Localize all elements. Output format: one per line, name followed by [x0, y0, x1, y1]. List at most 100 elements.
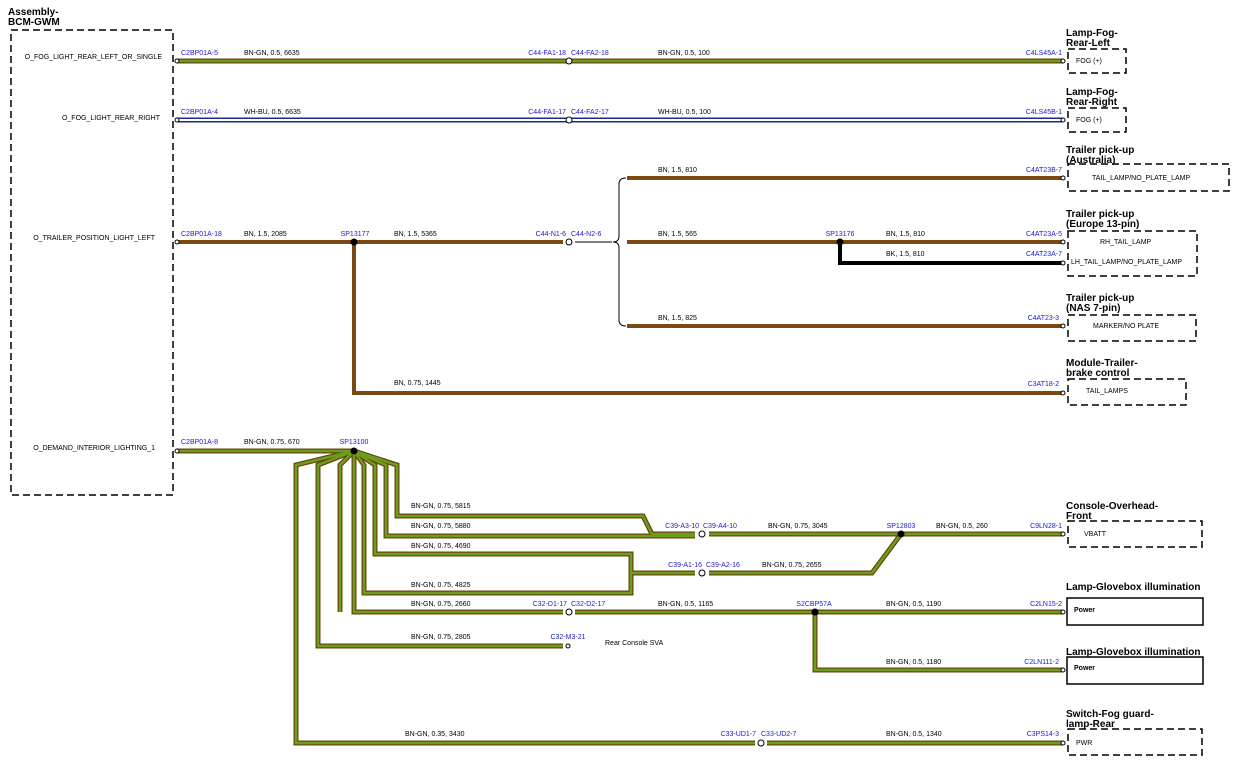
wire-label: BN, 1.5, 5365: [394, 231, 437, 238]
terminal-icon: [1060, 390, 1066, 396]
connector-label: SP13177: [341, 231, 370, 238]
connector-label: C2BP01A-5: [181, 50, 218, 57]
terminal-icon: [1060, 609, 1066, 615]
connector-label: C2BP01A-18: [181, 231, 222, 238]
terminal-icon: [174, 117, 180, 123]
component-glovebox-1[interactable]: Lamp-Glovebox illumination Power: [1066, 582, 1204, 626]
comp-title: Console-Overhead-: [1066, 501, 1158, 512]
comp-pin: VBATT: [1084, 531, 1107, 538]
comp-title: Trailer pick-up: [1066, 293, 1134, 304]
comp-title: Trailer pick-up: [1066, 145, 1134, 156]
note-rear-console: Rear Console SVA: [605, 640, 664, 647]
wire-label: BN-GN, 0.5, 1165: [658, 601, 713, 608]
comp-pin: LH_TAIL_LAMP/NO_PLATE_LAMP: [1071, 259, 1182, 266]
connector-label: S2CBP57A: [796, 601, 832, 608]
assembly-box: [10, 29, 174, 496]
connector-label: C32-M3-21: [550, 634, 585, 641]
splice-icon: [836, 238, 844, 246]
splice-icon: [897, 530, 905, 538]
component-glovebox-2[interactable]: Lamp-Glovebox illumination Power: [1066, 647, 1204, 685]
wire-label: BN, 1.5, 810: [658, 167, 697, 174]
comp-title: Lamp-Fog-: [1066, 28, 1118, 39]
component-trailer-australia[interactable]: Trailer pick-up (Australia) TAIL_LAMP/NO…: [1066, 145, 1230, 192]
comp-title: Rear-Left: [1066, 38, 1111, 49]
component-fog-left[interactable]: Lamp-Fog- Rear-Left FOG (+): [1066, 28, 1127, 74]
component-fog-switch[interactable]: Switch-Fog guard- lamp-Rear PWR: [1066, 709, 1203, 756]
terminal-icon: [1060, 531, 1066, 537]
wire-label: BN, 1.5, 2085: [244, 231, 287, 238]
wire-demand[interactable]: [177, 448, 1063, 746]
terminal-icon: [1060, 260, 1066, 266]
pin-demand: O_DEMAND_INTERIOR_LIGHTING_1: [33, 445, 155, 452]
assembly-bcm-gwm[interactable]: Assembly- BCM-GWM O_FOG_LIGHT_REAR_LEFT_…: [8, 7, 174, 496]
comp-title: Lamp-Glovebox illumination: [1066, 647, 1200, 658]
wire-labels: BN-GN, 0.5, 6635 BN-GN, 0.5, 100 WH-BU, …: [244, 50, 988, 738]
splice-icon: [350, 238, 358, 246]
connector-label: C33-UD2-7: [761, 731, 797, 738]
component-console-overhead[interactable]: Console-Overhead- Front VBATT: [1066, 501, 1203, 548]
assembly-title-2: BCM-GWM: [8, 17, 60, 28]
comp-pin: FOG (+): [1076, 58, 1102, 65]
connector-label: C39-A1-16: [668, 562, 702, 569]
terminal-icon: [1060, 740, 1066, 746]
connector-label: C3AT18-2: [1028, 381, 1059, 388]
component-trailer-europe[interactable]: Trailer pick-up (Europe 13-pin) RH_TAIL_…: [1066, 209, 1198, 277]
terminal-icon: [1060, 667, 1066, 673]
comp-title: brake control: [1066, 368, 1130, 379]
inline-connector-icon: [565, 608, 573, 616]
component-trailer-brake-control[interactable]: Module-Trailer- brake control TAIL_LAMPS: [1066, 358, 1187, 406]
wire-label: BN-GN, 0.35, 3430: [405, 731, 465, 738]
component-trailer-nas[interactable]: Trailer pick-up (NAS 7-pin) MARKER/NO PL…: [1066, 293, 1197, 342]
connector-label: C39-A3-10: [665, 523, 699, 530]
connector-labels: C2BP01A-5 C44-FA1-18 C44-FA2-18 C4LS45A-…: [181, 50, 1062, 738]
comp-title: (Australia): [1066, 155, 1115, 166]
wire-label: BN-GN, 0.75, 4825: [411, 582, 471, 589]
pin-trailer: O_TRAILER_POSITION_LIGHT_LEFT: [33, 235, 155, 242]
wire-label: BN, 1.5, 565: [658, 231, 697, 238]
connector-label: C4AT23A-7: [1026, 251, 1062, 258]
inline-connector-icon: [565, 116, 573, 124]
comp-title: Front: [1066, 511, 1092, 522]
comp-pin: FOG (+): [1076, 117, 1102, 124]
connector-label: C39-A2-16: [706, 562, 740, 569]
comp-box: [1067, 520, 1203, 548]
comp-box: [1067, 163, 1230, 192]
connector-label: C9LN28-1: [1030, 523, 1062, 530]
connector-symbols: [174, 57, 1066, 747]
comp-pin: Power: [1074, 665, 1095, 672]
inline-connector-icon: [565, 643, 571, 649]
comp-title: Module-Trailer-: [1066, 358, 1138, 369]
connector-label: C3PS14-3: [1027, 731, 1059, 738]
terminal-icon: [174, 448, 180, 454]
connector-label: C2LN15-2: [1030, 601, 1062, 608]
comp-pin: TAIL_LAMP/NO_PLATE_LAMP: [1092, 175, 1190, 182]
wire-label: BN-GN, 0.5, 1190: [886, 601, 941, 608]
connector-label: C39-A4-10: [703, 523, 737, 530]
wire-trailer-bk[interactable]: [838, 242, 1063, 265]
wire-label: BN, 0.75, 1445: [394, 380, 441, 387]
wire-label: BN-GN, 0.75, 5815: [411, 503, 471, 510]
wire-label: BN-GN, 0.75, 5880: [411, 523, 471, 530]
connector-label: C2LN111-2: [1024, 659, 1059, 666]
wire-trailer[interactable]: [177, 176, 1063, 395]
connector-label: C44-FA1-17: [528, 109, 566, 116]
connector-label: SP13100: [340, 439, 369, 446]
terminal-icon: [174, 58, 180, 64]
component-fog-right[interactable]: Lamp-Fog- Rear-Right FOG (+): [1066, 87, 1127, 133]
inline-connector-icon: [698, 530, 706, 538]
wire-label: BN-GN, 0.75, 2655: [762, 562, 822, 569]
connector-label: C44-N2-6: [571, 231, 601, 238]
connector-label: C44-FA1-18: [528, 50, 566, 57]
terminal-icon: [1060, 239, 1066, 245]
splice-icon: [350, 447, 358, 455]
wire-label: BN-GN, 0.75, 3045: [768, 523, 828, 530]
comp-pin: MARKER/NO PLATE: [1093, 323, 1159, 330]
connector-label: C4AT23A-5: [1026, 231, 1062, 238]
terminal-icon: [1060, 175, 1066, 181]
terminal-icon: [1060, 323, 1066, 329]
comp-title: (NAS 7-pin): [1066, 303, 1120, 314]
wire-label: BN-GN, 0.75, 2805: [411, 634, 471, 641]
comp-pin: Power: [1074, 607, 1095, 614]
wire-label: BN-GN, 0.5, 1340: [886, 731, 942, 738]
